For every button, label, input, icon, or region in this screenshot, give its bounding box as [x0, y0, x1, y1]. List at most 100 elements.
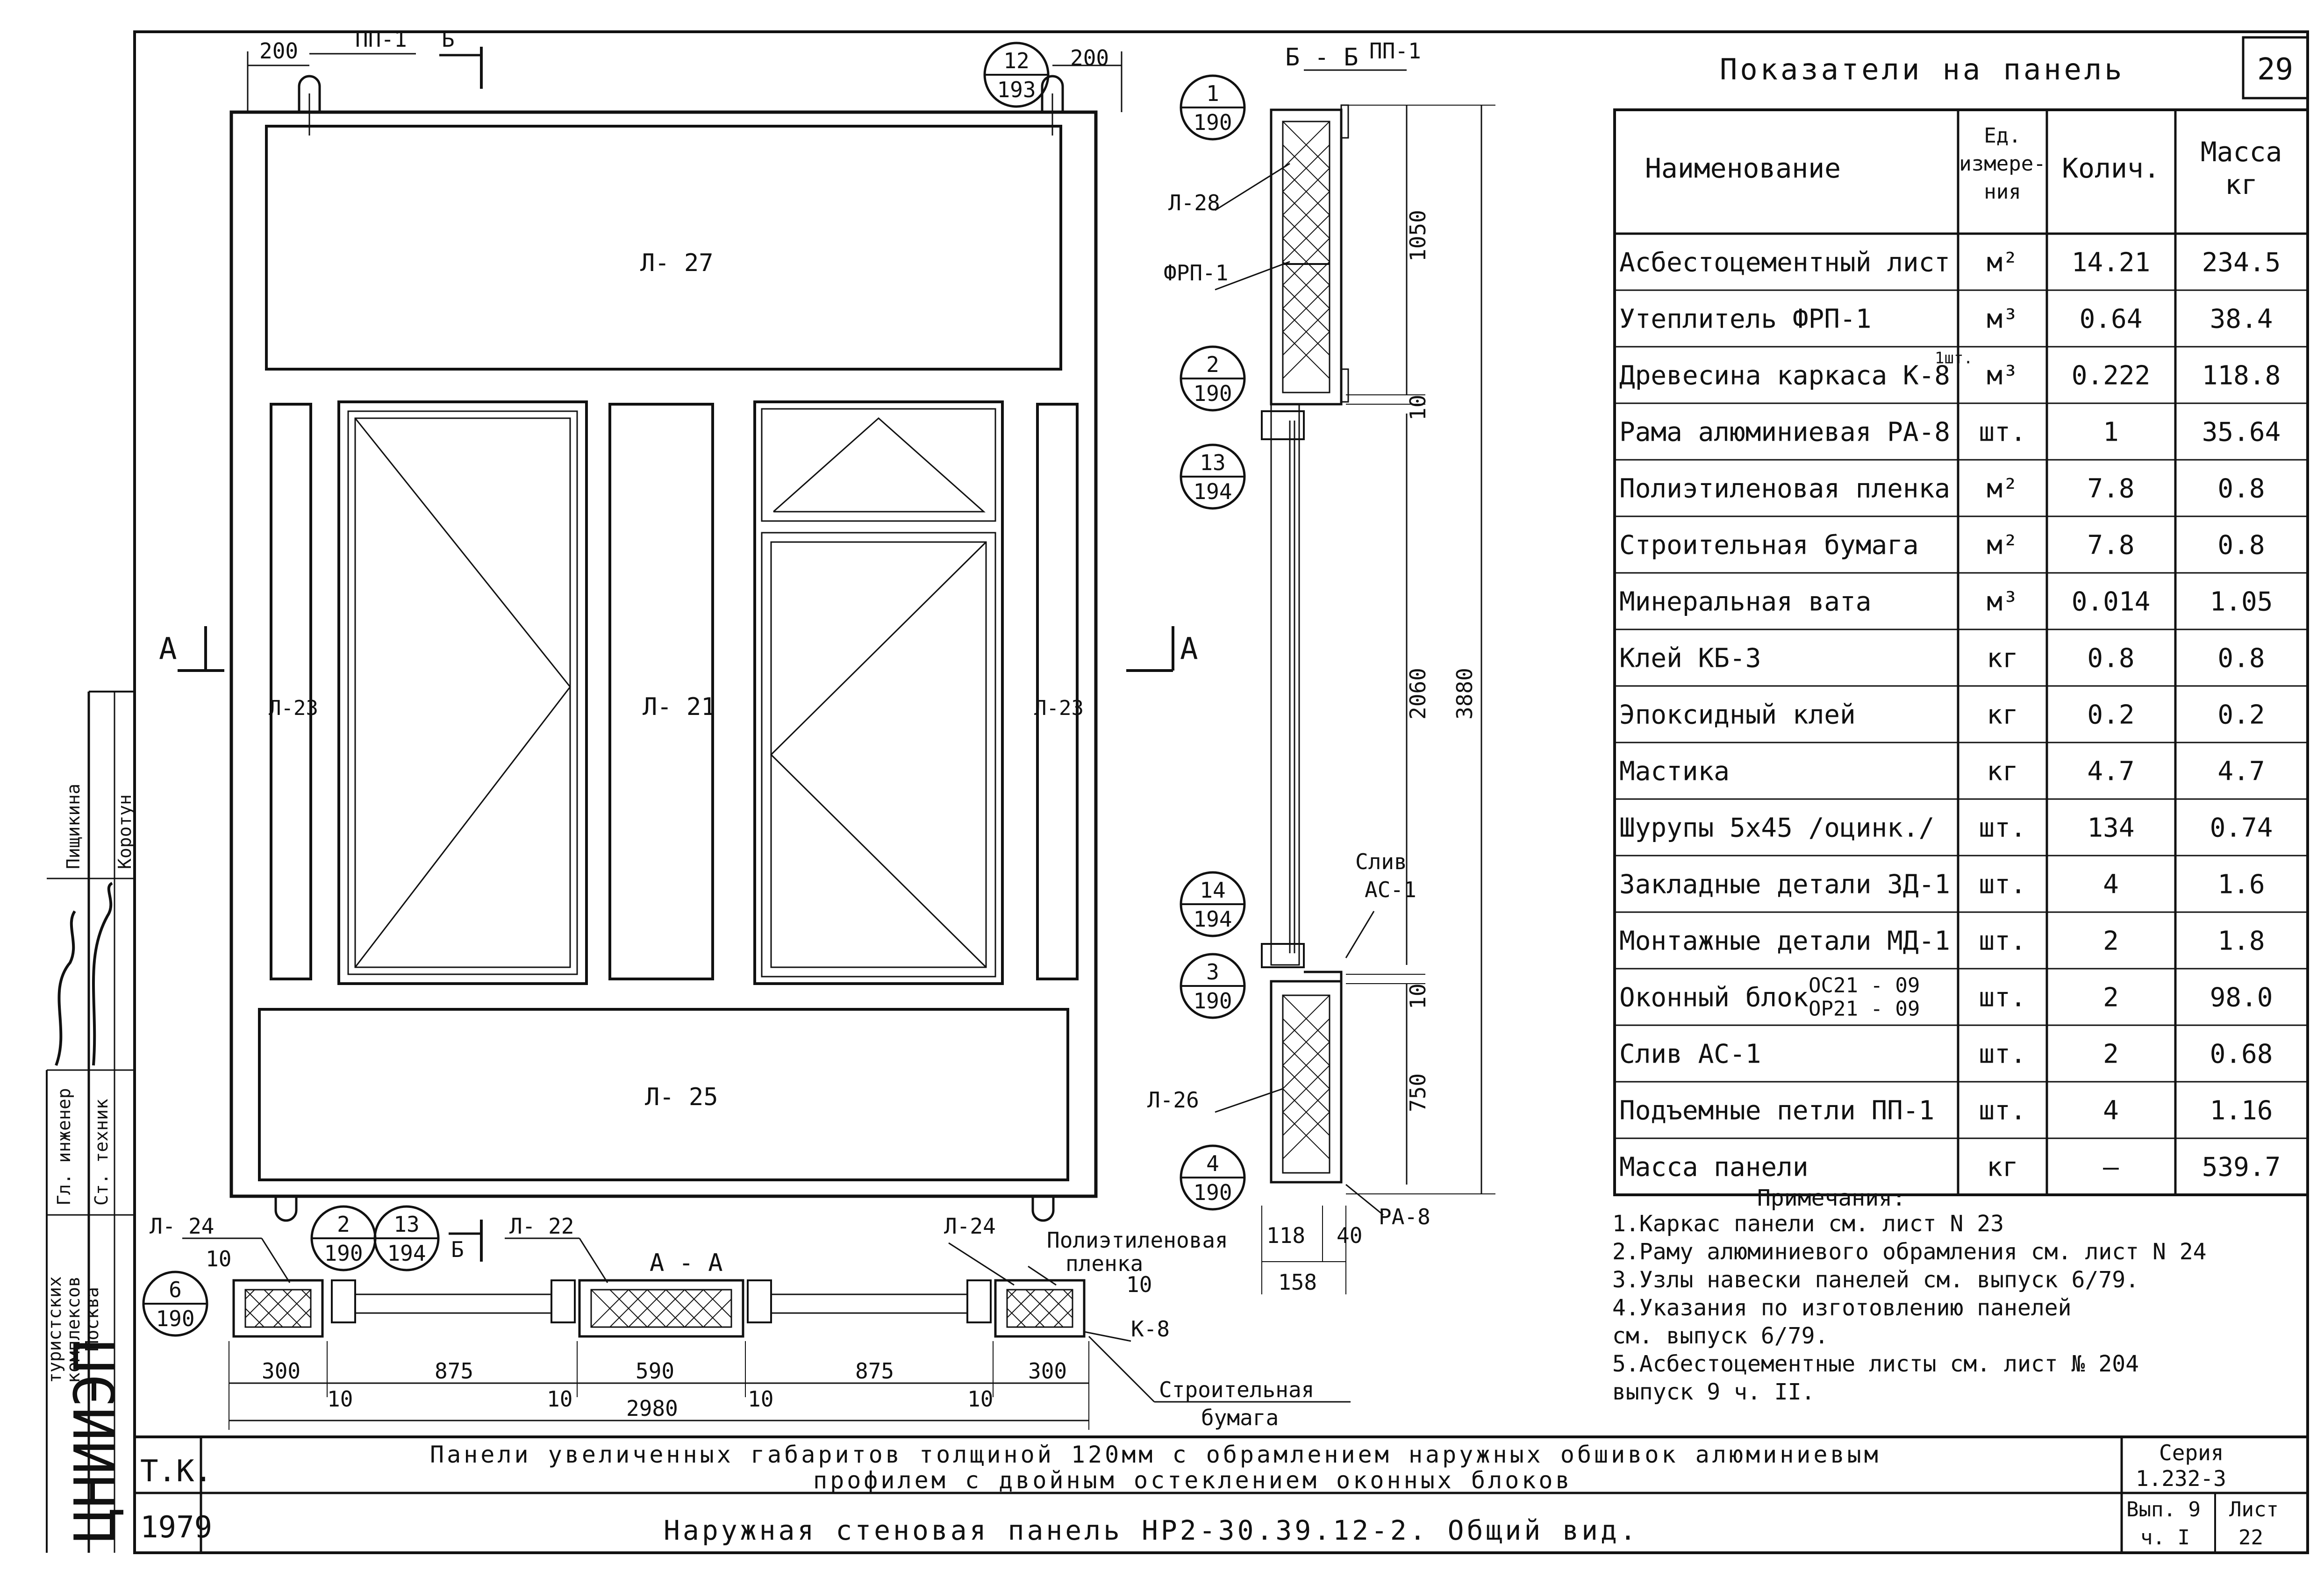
header-mass: Масса	[2201, 136, 2282, 168]
row-qty: 0.014	[2072, 587, 2151, 617]
row-name: Оконный блок	[1619, 983, 1809, 1013]
callout-bottom: 194	[1193, 479, 1232, 504]
tb-year: 1979	[140, 1510, 212, 1545]
org-sub1: туристских	[44, 1276, 65, 1383]
row-unit: шт.	[1979, 983, 2026, 1013]
row-name-sub: ОС21 - 09	[1809, 974, 1920, 998]
row-name: Рама алюминиевая РА-8	[1619, 417, 1950, 448]
tb-description-1: Панели увеличенных габаритов толщиной 12…	[430, 1441, 1881, 1468]
dim-875-left: 875	[435, 1358, 473, 1384]
section-bb	[1215, 69, 1495, 1294]
dim-10-a: 10	[327, 1386, 353, 1412]
row-name: Монтажные детали МД-1	[1619, 926, 1950, 957]
row-mass: 0.68	[2210, 1039, 2273, 1070]
row-qty: 0.64	[2080, 304, 2143, 335]
spec-table-frame	[1613, 108, 2309, 1196]
row-mass: 4.7	[2217, 757, 2265, 787]
note-2: 2.Раму алюминиевого обрамления см. лист …	[1612, 1239, 2207, 1265]
row-name: Полиэтиленовая пленка	[1619, 474, 1950, 504]
dim-1050: 1050	[1405, 210, 1430, 262]
note-4: 4.Указания по изготовлению панелей	[1612, 1295, 2072, 1321]
row-unit: м³	[1987, 304, 2018, 335]
sheet-number-box	[2242, 36, 2309, 100]
label-paper: бумага	[1201, 1405, 1279, 1430]
dim-158: 158	[1278, 1270, 1317, 1295]
row-qty: 4	[2103, 1096, 2119, 1126]
title-block	[135, 1435, 2308, 1553]
row-unit: кг	[1987, 643, 2018, 674]
tb-tk: Т.К.	[140, 1454, 212, 1489]
notes: Примечания: 1.Каркас панели см. лист N 2…	[1612, 1185, 2207, 1405]
panel-label-l23-right: Л-23	[1034, 696, 1084, 720]
dim-750: 750	[1405, 1073, 1430, 1112]
label-l22: Л- 22	[509, 1214, 574, 1239]
row-mass: 98.0	[2210, 983, 2273, 1013]
row-qty: 0.8	[2087, 643, 2134, 674]
row-qty: 2	[2103, 1039, 2119, 1070]
row-qty: 2	[2103, 983, 2119, 1013]
row-name: Утеплитель ФРП-1	[1619, 304, 1871, 335]
org-name: ЦНИИЭП	[63, 1340, 128, 1542]
label-k8: К-8	[1131, 1316, 1170, 1342]
label-film: пленка	[1065, 1251, 1143, 1276]
dim-10-lower: 10	[1405, 984, 1430, 1009]
cut-b-bottom: Б	[451, 1237, 464, 1262]
row-mass: 35.64	[2202, 417, 2281, 448]
dim-590: 590	[636, 1358, 674, 1384]
header-name: Наименование	[1645, 152, 1841, 184]
row-name: Строительная бумага	[1619, 530, 1919, 561]
signature-2	[55, 910, 76, 1066]
callout-top: 2	[1206, 352, 1219, 377]
row-mass: 0.8	[2217, 474, 2265, 504]
row-qty: —	[2103, 1152, 2119, 1183]
tb-series-label: Серия	[2159, 1440, 2224, 1465]
callout-top: 2	[337, 1212, 350, 1237]
callout-top: 14	[1200, 878, 1225, 903]
row-mass: 1.05	[2210, 587, 2273, 617]
header-mass-unit: кг	[2225, 169, 2258, 200]
row-mass: 1.8	[2217, 926, 2265, 957]
callout-bottom: 190	[156, 1306, 194, 1331]
row-name: Масса панели	[1619, 1152, 1809, 1183]
person-pishchikina: Пищикина	[63, 784, 84, 869]
row-unit: шт.	[1979, 813, 2026, 843]
row-mass: 1.6	[2217, 870, 2265, 900]
row-name: Клей КБ-3	[1619, 643, 1761, 674]
table-caption: Показатели на панель	[1720, 52, 2125, 86]
dim-10-d: 10	[967, 1386, 993, 1412]
tb-part: ч. I	[2140, 1526, 2190, 1549]
row-unit: м²	[1987, 530, 2018, 561]
dim-40: 40	[1337, 1223, 1362, 1248]
callout-top: 12	[1003, 48, 1029, 73]
section-bb-tag: ПП-1	[1369, 38, 1421, 64]
label-l24-right: Л-24	[944, 1214, 996, 1239]
row-unit: шт.	[1979, 926, 2026, 957]
row-unit: м²	[1987, 248, 2018, 278]
row-mass: 118.8	[2202, 361, 2281, 391]
row-name: Закладные детали ЗД-1	[1619, 870, 1950, 900]
org-sub2: комплексов	[63, 1276, 84, 1383]
panel-label-l25: Л- 25	[645, 1083, 718, 1111]
dim-3880: 3880	[1452, 668, 1477, 720]
dim-10-b: 10	[547, 1386, 572, 1412]
notes-heading: Примечания:	[1757, 1185, 1906, 1211]
tb-series: 1.232-3	[2136, 1466, 2226, 1491]
row-name: Подъемные петли ПП-1	[1619, 1096, 1934, 1126]
label-sliv: Слив	[1355, 849, 1407, 874]
label-l24-left: Л- 24	[150, 1214, 214, 1239]
note-4-cont: см. выпуск 6/79.	[1612, 1323, 1828, 1349]
callout-top: 6	[169, 1277, 182, 1302]
dim-2060: 2060	[1405, 668, 1430, 720]
row-unit: м²	[1987, 474, 2018, 504]
callout-bottom: 193	[997, 77, 1036, 102]
callout-bottom: 194	[1193, 907, 1232, 932]
